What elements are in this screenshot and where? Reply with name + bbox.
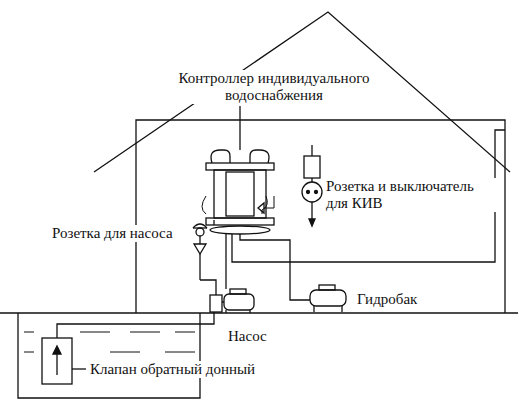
kiv-switch <box>304 156 320 178</box>
bottom-check-valve <box>42 338 72 384</box>
water-surface <box>24 332 195 352</box>
socket-switch-label: Розетка и выключатель для КИВ <box>324 178 496 212</box>
pump-pipe <box>225 234 226 289</box>
controller <box>206 150 274 234</box>
kiv-socket <box>302 182 322 202</box>
tank-pipe <box>240 234 310 300</box>
suction-pipe <box>57 312 214 338</box>
hydro-tank-label: Гидробак <box>355 291 419 308</box>
pump-inlet <box>210 295 222 312</box>
pump-label: Насос <box>226 328 269 345</box>
pump-socket <box>193 220 216 295</box>
valve-label: Клапан обратный донный <box>88 361 257 378</box>
hydro-tank <box>310 290 346 306</box>
pump-top <box>230 289 246 294</box>
valve-arrowhead <box>53 346 61 354</box>
leader-line <box>239 106 240 150</box>
leader-line <box>72 368 86 369</box>
roof <box>94 12 510 172</box>
house-walls <box>136 120 505 313</box>
pump-body <box>224 294 254 310</box>
well <box>18 313 200 398</box>
kiv-plug <box>258 203 264 213</box>
controller-label: Контроллер индивидуального водоснабжения <box>172 70 376 104</box>
ground-line <box>0 312 518 313</box>
supply-pipe <box>232 130 505 262</box>
hydro-tank-top <box>319 285 335 290</box>
pump-socket-label: Розетка для насоса <box>50 225 175 242</box>
